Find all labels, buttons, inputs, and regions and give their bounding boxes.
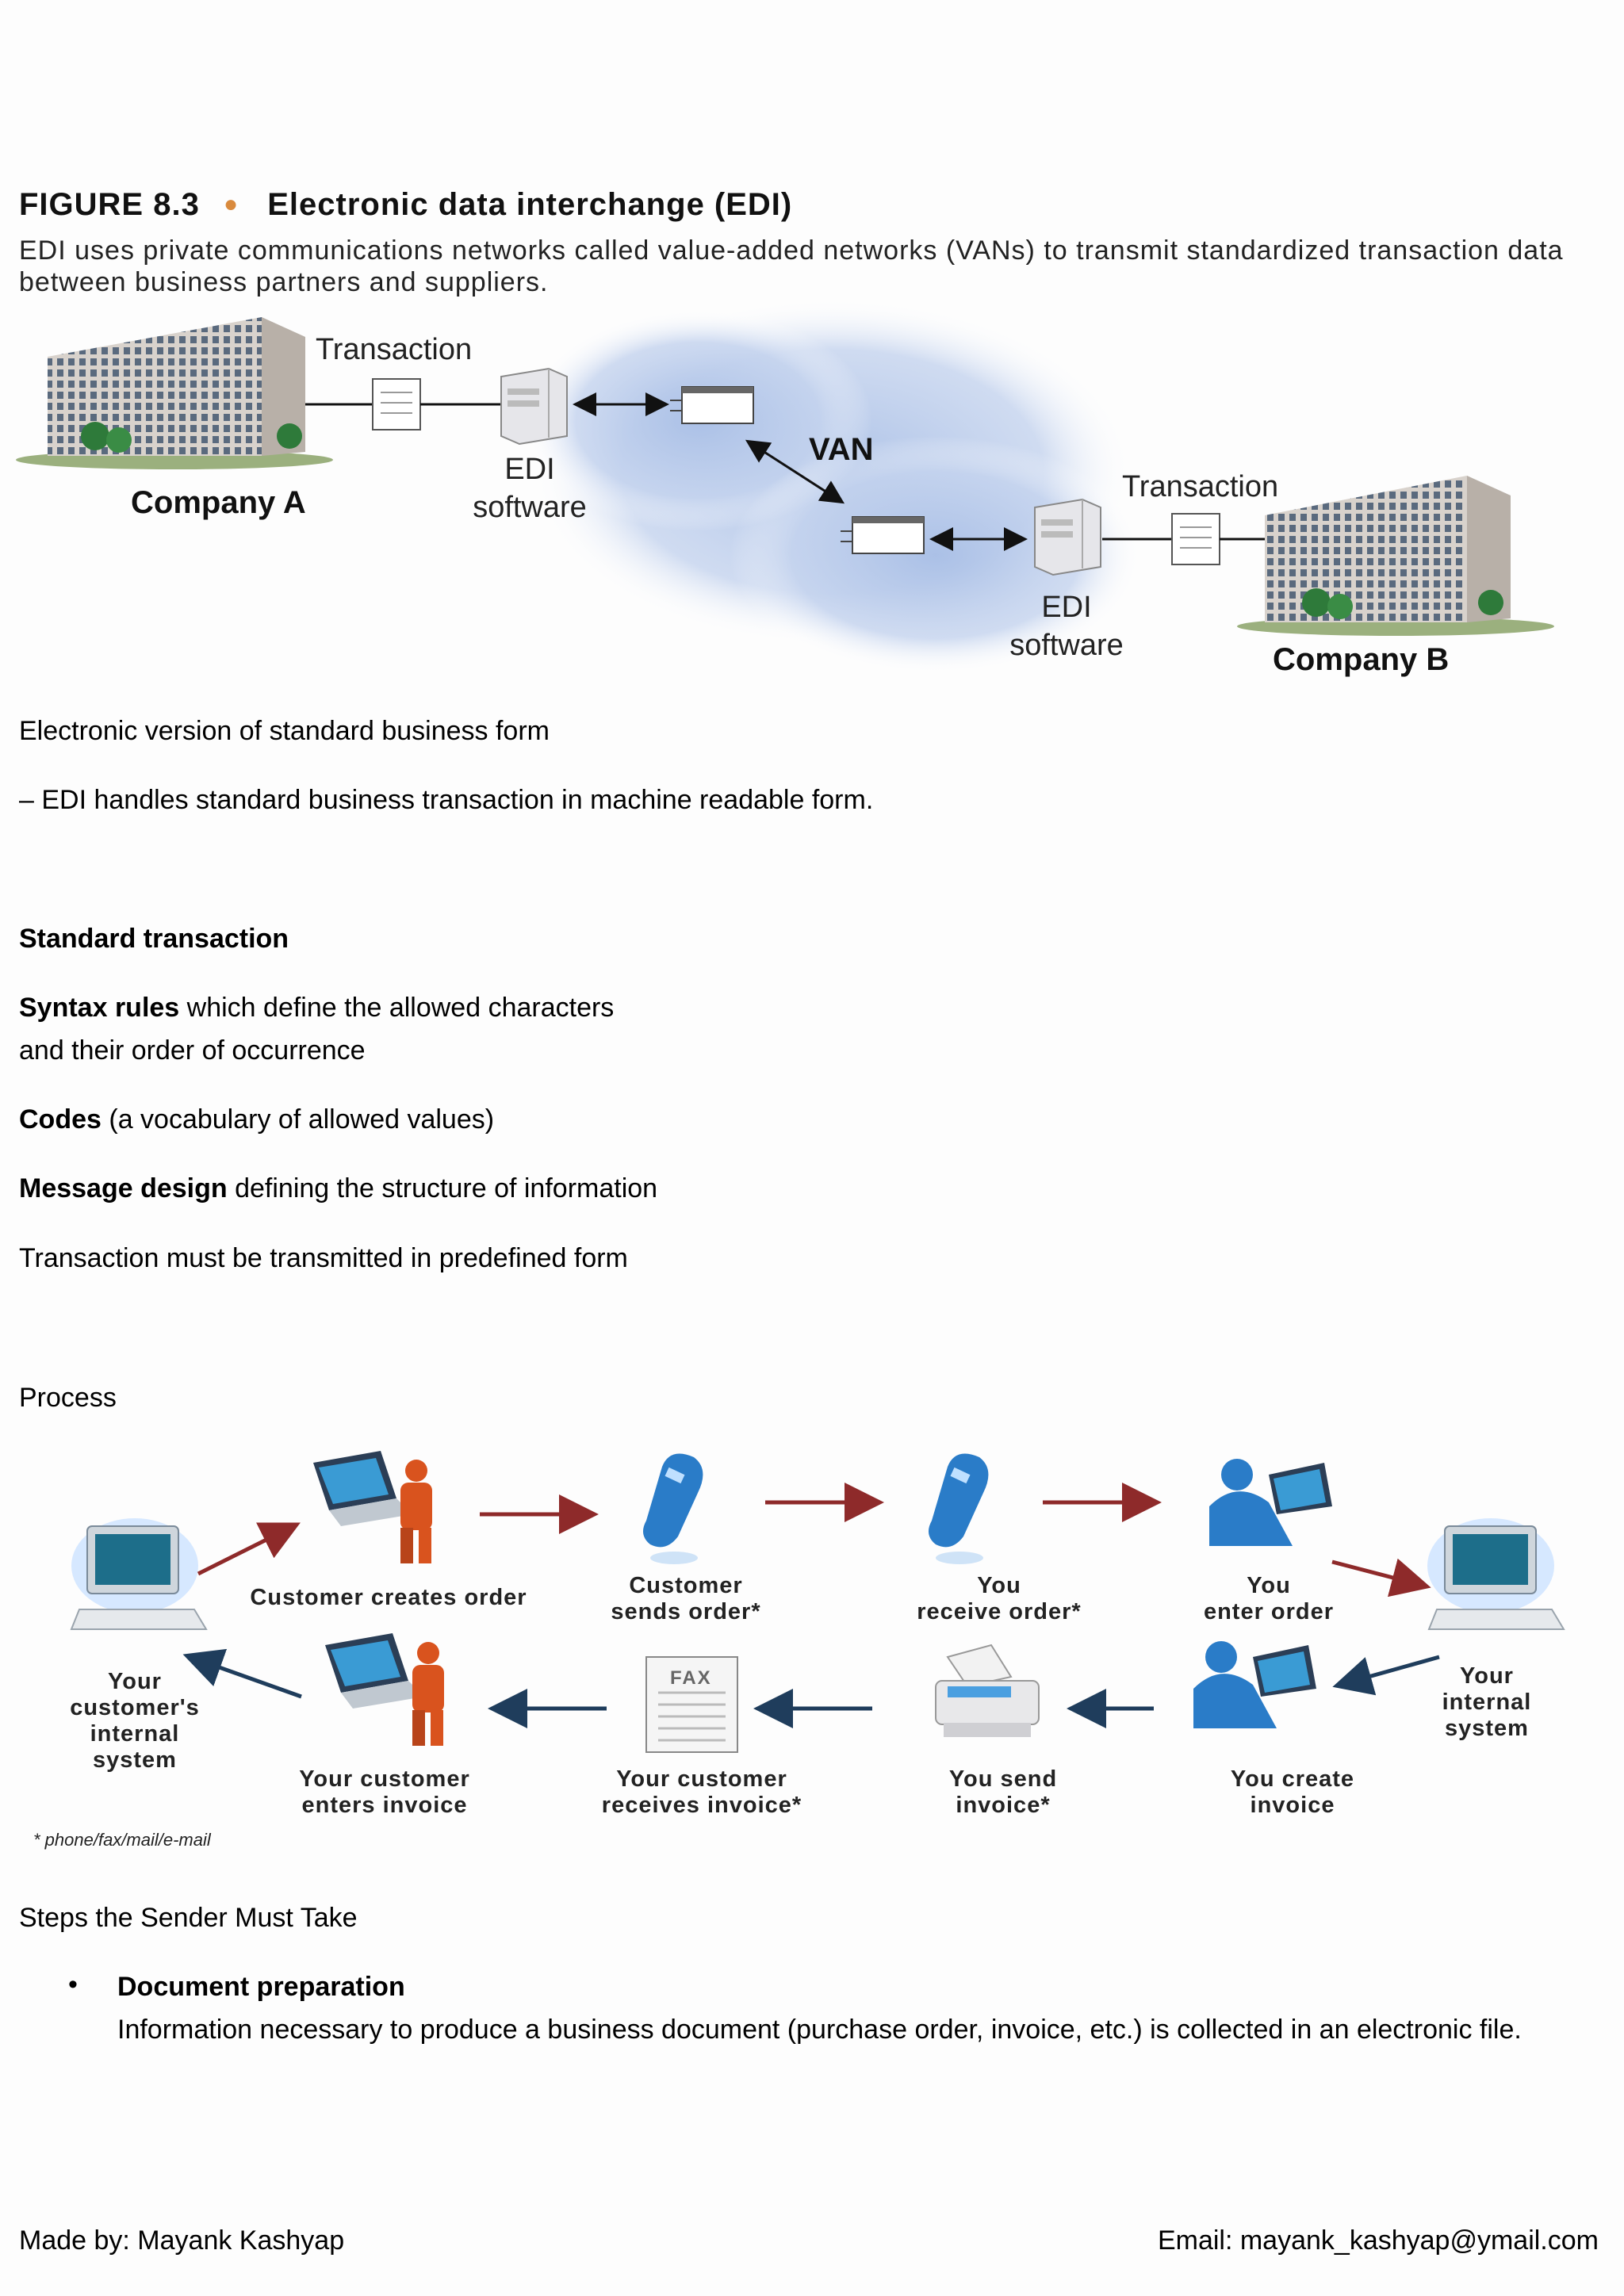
transaction-a-label: Transaction bbox=[316, 333, 473, 366]
transaction-b-label: Transaction bbox=[1122, 470, 1279, 503]
your-customer-receives-invoice-label: Your customer receives invoice* bbox=[601, 1766, 802, 1818]
syntax-rules: Syntax rules which define the allowed ch… bbox=[19, 993, 615, 1066]
message-design-line: Message design defining the structure of… bbox=[19, 1173, 658, 1203]
your-internal-system-label: Your internal system bbox=[1442, 1663, 1532, 1741]
figure-title: FIGURE 8.3 ● Electronic data interchange… bbox=[19, 187, 792, 223]
your-customer-enters-invoice-label: Your customer enters invoice bbox=[299, 1766, 470, 1818]
agent-laptop-icon bbox=[1209, 1459, 1332, 1546]
edi-software-a-label: EDI software bbox=[473, 453, 587, 524]
edi-server-icon bbox=[500, 367, 568, 446]
footer-email: Email: mayank_kashyap@ymail.com bbox=[1157, 2225, 1599, 2256]
edi-server-b-icon bbox=[1034, 498, 1101, 576]
figure-caption: EDI uses private communications networks… bbox=[19, 235, 1564, 297]
you-receive-order-label: You receive order* bbox=[917, 1573, 1082, 1624]
you-create-invoice-label: You create invoice bbox=[1230, 1766, 1355, 1818]
codes-line: Codes (a vocabulary of allowed values) bbox=[19, 1104, 495, 1135]
step-1-title: Document preparation bbox=[117, 1972, 405, 2002]
customer-laptop-person-2-icon bbox=[325, 1633, 444, 1746]
customer-creates-order-label: Customer creates order bbox=[250, 1585, 527, 1610]
step-1-text: Information necessary to produce a busin… bbox=[117, 2015, 1522, 2045]
phone-icon bbox=[643, 1453, 703, 1564]
figure-title-text: Electronic data interchange (EDI) bbox=[267, 187, 793, 222]
edi-software-b-label: EDI software bbox=[1009, 591, 1124, 662]
you-enter-order-label: You enter order bbox=[1203, 1573, 1335, 1624]
agent-laptop-2-icon bbox=[1193, 1641, 1316, 1728]
standard-heading: Standard transaction bbox=[19, 924, 289, 954]
process-footnote: * phone/fax/mail/e-mail bbox=[33, 1830, 211, 1850]
fax-document-icon bbox=[645, 1656, 738, 1753]
transaction-document-icon bbox=[372, 378, 421, 430]
customer-laptop-person-icon bbox=[313, 1451, 432, 1563]
customer-sends-order-label: Customer sends order* bbox=[611, 1573, 761, 1624]
your-customers-system-label: Your customer's internal system bbox=[70, 1669, 200, 1773]
van-terminal-icon bbox=[670, 386, 754, 424]
printer-icon bbox=[935, 1644, 1040, 1737]
your-computer-icon bbox=[1427, 1518, 1565, 1630]
process-diagram bbox=[70, 1451, 1565, 1753]
steps-heading: Steps the Sender Must Take bbox=[19, 1903, 358, 1933]
company-b-building-icon bbox=[1237, 476, 1554, 636]
bullet-dot-icon: ● bbox=[223, 191, 239, 217]
footer-made-by: Made by: Mayank Kashyap bbox=[19, 2225, 345, 2256]
company-a-building-icon bbox=[16, 317, 333, 469]
process-heading: Process bbox=[19, 1383, 117, 1413]
van-label: VAN bbox=[809, 432, 874, 467]
intro-line-2: – EDI handles standard business transact… bbox=[19, 785, 874, 815]
figure-number: FIGURE 8.3 bbox=[19, 187, 200, 222]
transaction-document-b-icon bbox=[1171, 513, 1220, 565]
bullet-icon: • bbox=[68, 1969, 78, 1999]
transmit-line: Transaction must be transmitted in prede… bbox=[19, 1243, 628, 1273]
van-terminal-b-icon bbox=[841, 516, 925, 554]
you-send-invoice-label: You send invoice* bbox=[948, 1766, 1058, 1818]
company-b-label: Company B bbox=[1273, 642, 1450, 677]
fax-label: FAX bbox=[670, 1667, 712, 1689]
edi-diagram bbox=[16, 301, 1554, 674]
phone-2-icon bbox=[929, 1453, 989, 1564]
intro-line-1: Electronic version of standard business … bbox=[19, 716, 550, 746]
customer-computer-icon bbox=[70, 1518, 208, 1630]
company-a-label: Company A bbox=[131, 485, 306, 520]
